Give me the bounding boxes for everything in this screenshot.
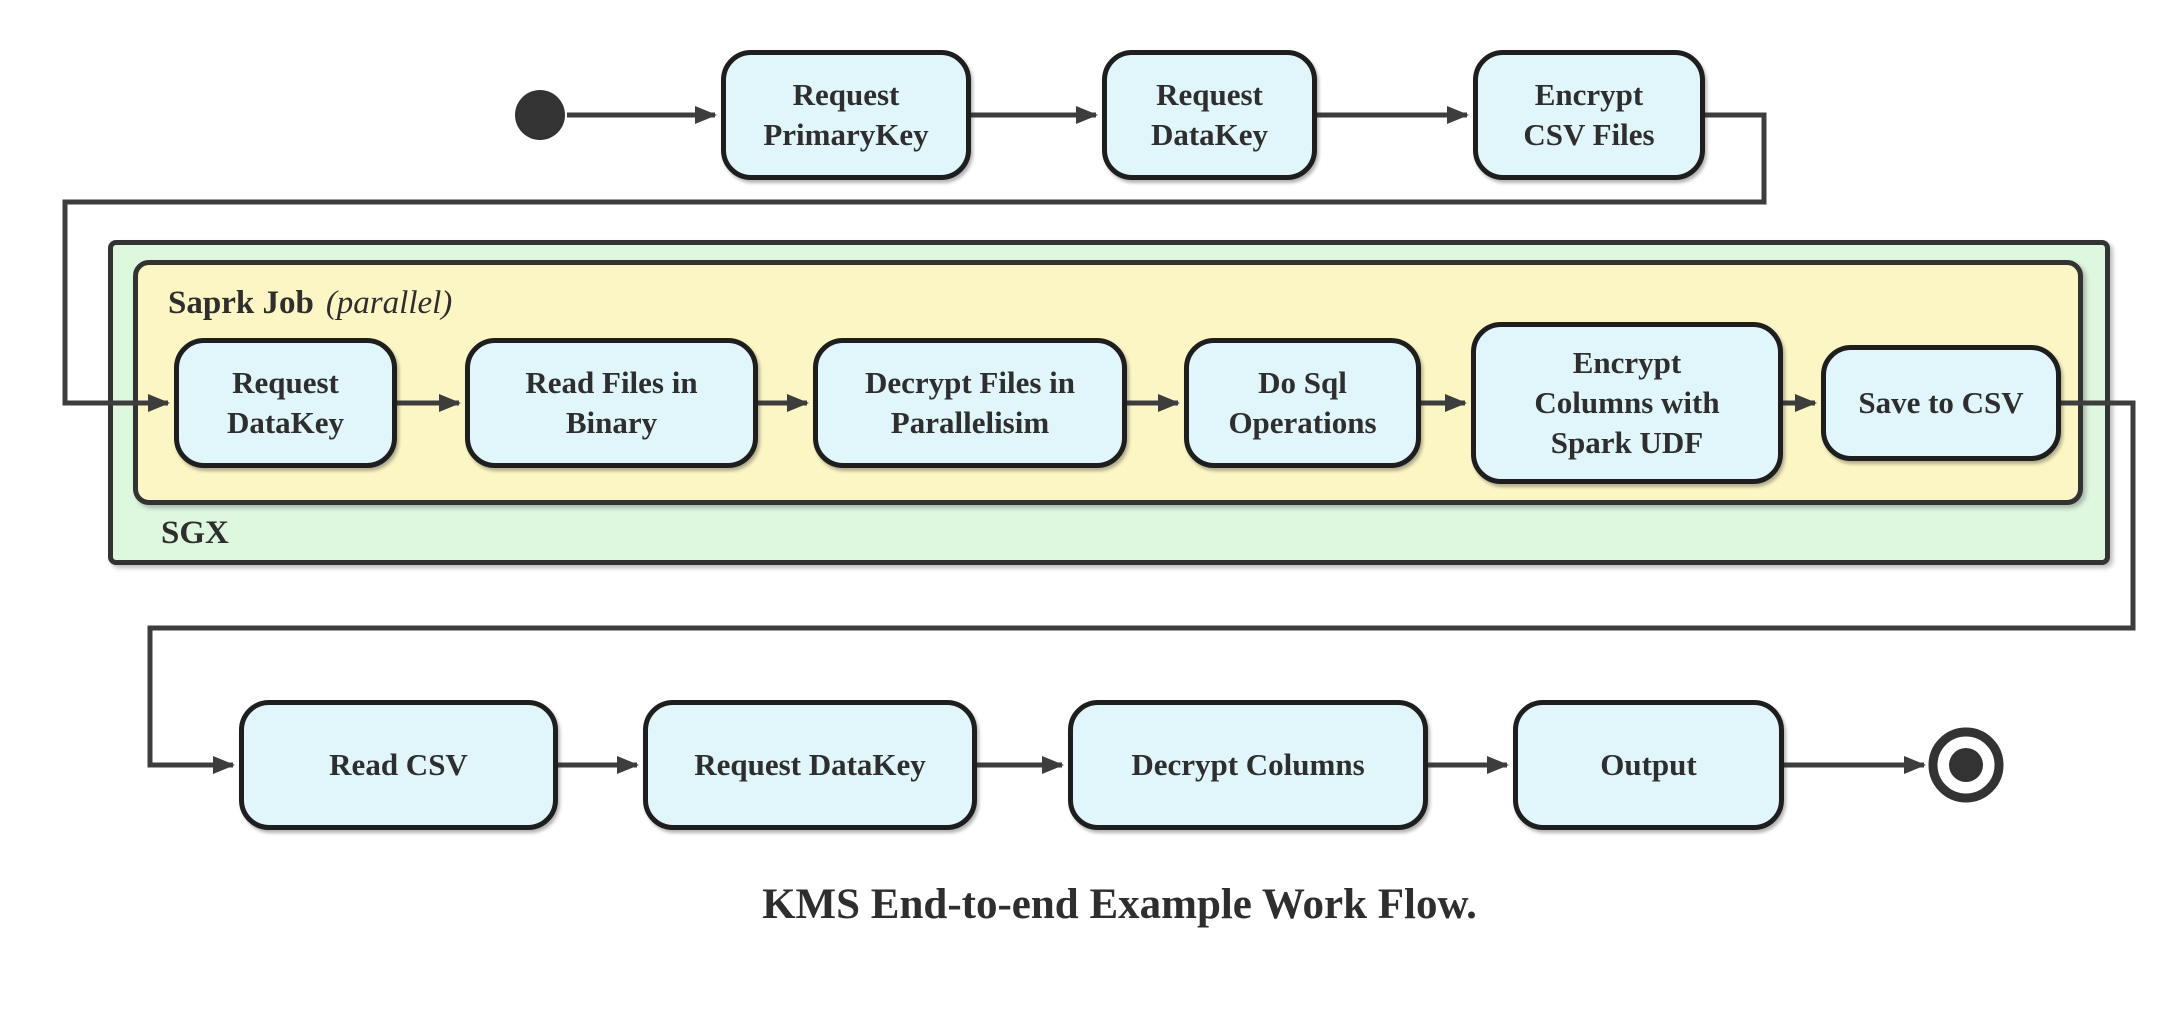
node-encrypt-columns-with-spark-udf: Encrypt Columns with Spark UDF (1471, 322, 1783, 484)
node-label: Do Sql Operations (1228, 364, 1377, 440)
node-decrypt-files-in-parallelisim: Decrypt Files in Parallelisim (813, 338, 1127, 468)
sgx-container-label: SGX (161, 515, 229, 551)
node-save-to-csv: Save to CSV (1821, 345, 2061, 461)
node-label: Read Files in Binary (525, 364, 698, 440)
start-state-marker (515, 90, 565, 140)
node-label: Request PrimaryKey (763, 76, 929, 152)
node-sgx-request-datakey: Request DataKey (174, 338, 397, 468)
node-do-sql-operations: Do Sql Operations (1184, 338, 1421, 468)
node-decrypt-columns: Decrypt Columns (1068, 700, 1428, 830)
node-encrypt-csv-files: Encrypt CSV Files (1473, 50, 1705, 180)
node-label: Encrypt CSV Files (1523, 76, 1655, 152)
node-label: Request DataKey (1150, 76, 1269, 152)
node-label: Save to CSV (1858, 384, 2024, 420)
node-label: Read CSV (329, 746, 468, 782)
node-output: Output (1513, 700, 1784, 830)
diagram-title: KMS End-to-end Example Work Flow. (762, 881, 1477, 928)
node-read-csv: Read CSV (239, 700, 558, 830)
spark-job-label-text: Saprk Job (168, 285, 314, 321)
node-request-primarykey: Request PrimaryKey (721, 50, 971, 180)
end-state-marker (1928, 727, 2004, 803)
node-read-files-in-binary: Read Files in Binary (465, 338, 758, 468)
node-label: Encrypt Columns with Spark UDF (1534, 344, 1720, 461)
node-label: Request DataKey (694, 746, 926, 782)
spark-job-parallel-qualifier: (parallel) (325, 285, 453, 321)
node-label: Request DataKey (226, 364, 345, 440)
node-label: Decrypt Files in Parallelisim (864, 364, 1076, 440)
node-label: Output (1600, 746, 1697, 782)
spark-job-container-label: Saprk Job (parallel) (168, 285, 452, 322)
node-request-datakey-bottom: Request DataKey (643, 700, 977, 830)
node-label: Decrypt Columns (1131, 746, 1365, 782)
node-request-datakey-top: Request DataKey (1102, 50, 1317, 180)
